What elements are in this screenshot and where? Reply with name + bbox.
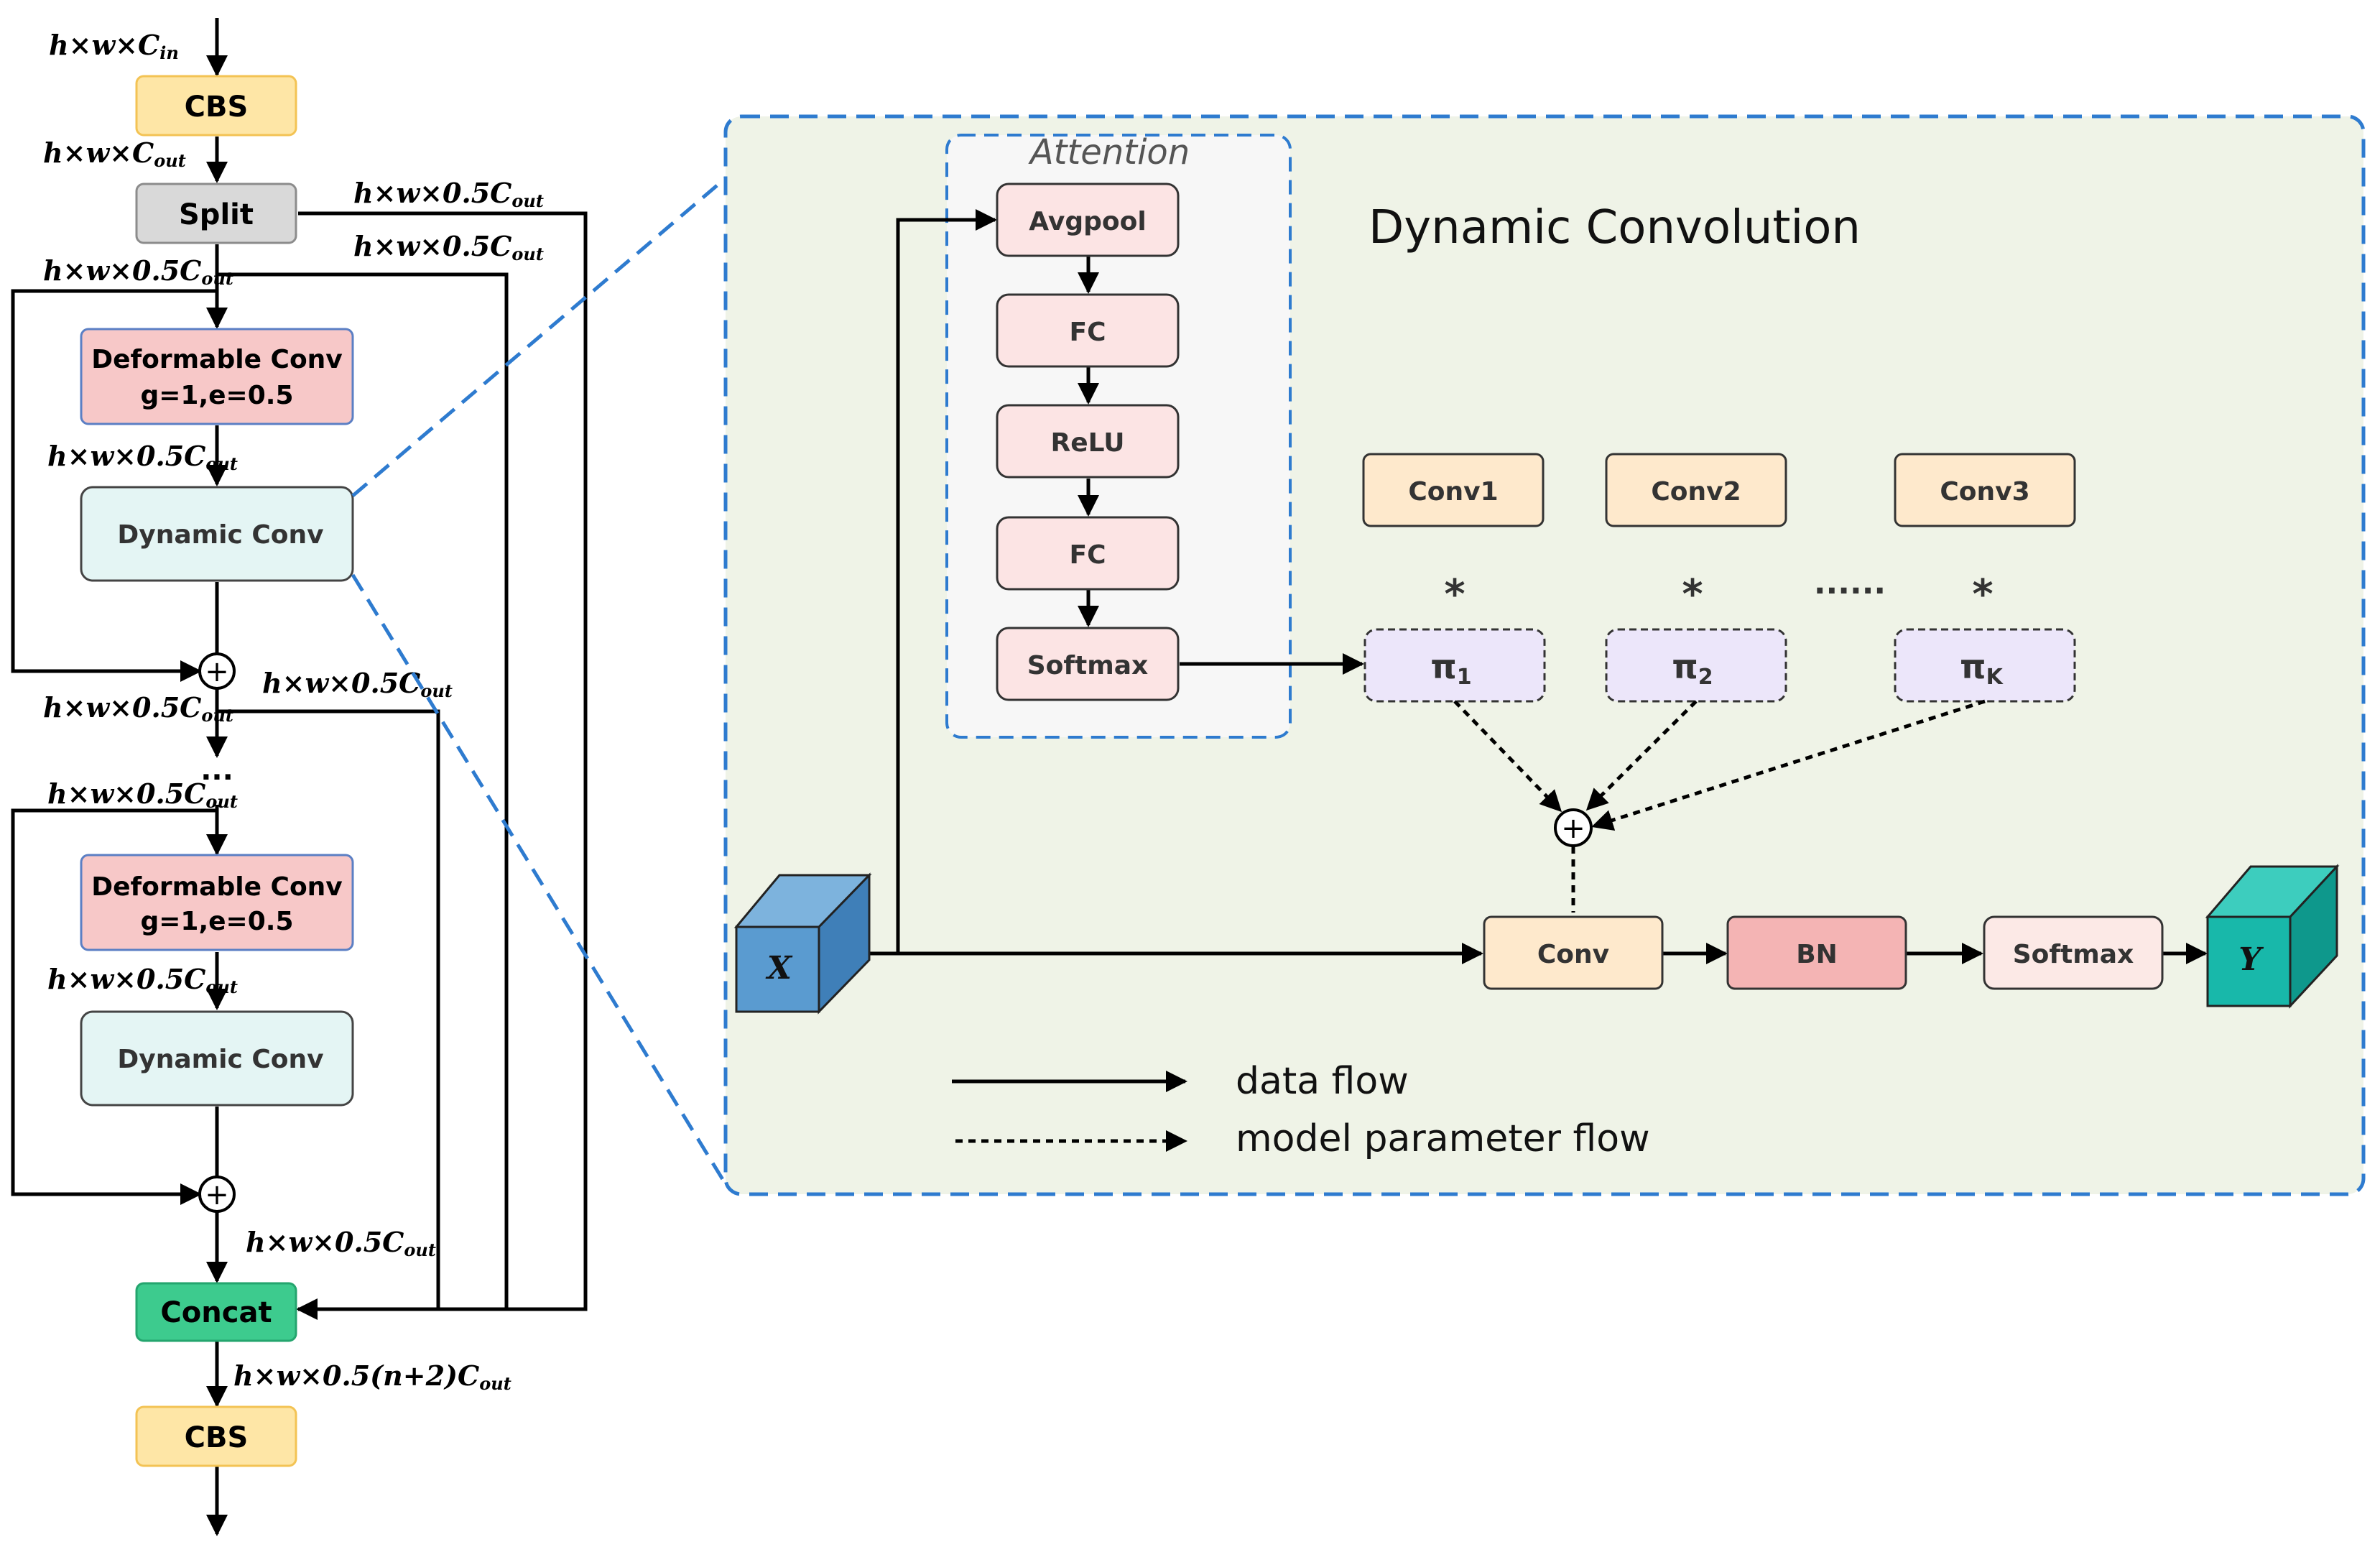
attention-box-fc-1: FC	[996, 293, 1180, 368]
svg-text:Softmax: Softmax	[1027, 651, 1149, 680]
label-half-plus-1: h×w×0.5Cout	[262, 667, 453, 701]
legend-data-flow-label: data flow	[1236, 1060, 1409, 1103]
kernel-conv2-box: Conv2	[1605, 453, 1787, 527]
label-half-loop-2: h×w×0.5Cout	[47, 777, 238, 812]
output-cube-y: Y	[2205, 864, 2340, 1009]
input-cube-x: X	[733, 872, 872, 1015]
aggregate-add-node: +	[1554, 808, 1593, 847]
legend-param-flow-label: model parameter flow	[1236, 1117, 1650, 1160]
attention-box-softmax: Softmax	[996, 627, 1180, 701]
label-half-loop-1: h×w×0.5Cout	[43, 254, 233, 289]
add-node-2: +	[198, 1176, 236, 1213]
deformable-conv-box-1: Deformable Conv g=1,e=0.5	[80, 328, 354, 425]
dynamic-conv-box-2: Dynamic Conv	[80, 1010, 354, 1107]
concat-box: Concat	[135, 1282, 297, 1342]
multiply-star-1: *	[1444, 571, 1465, 618]
label-half-after-plus-1: h×w×0.5Cout	[43, 691, 233, 726]
svg-text:BN: BN	[1796, 940, 1838, 969]
conv-box: Conv	[1483, 915, 1664, 990]
svg-text:g=1,e=0.5: g=1,e=0.5	[140, 381, 293, 410]
svg-text:CBS: CBS	[185, 1421, 249, 1454]
deformable-conv-box-2: Deformable Conv g=1,e=0.5	[80, 854, 354, 951]
ellipsis-label: ...	[200, 754, 233, 787]
svg-text:Y: Y	[2238, 941, 2264, 978]
svg-text:ReLU: ReLU	[1050, 428, 1124, 458]
svg-text:+: +	[205, 1178, 229, 1211]
attention-arrows	[844, 209, 2208, 964]
attention-box-fc-2: FC	[996, 516, 1180, 591]
svg-text:π1: π1	[1430, 647, 1471, 690]
pi-box-2: π2	[1605, 628, 1787, 703]
kernel-conv3-box: Conv3	[1894, 453, 2076, 527]
cbs-bottom-box: CBS	[135, 1405, 297, 1467]
svg-text:Deformable Conv: Deformable Conv	[91, 345, 343, 374]
svg-text:Dynamic Conv: Dynamic Conv	[117, 1045, 323, 1074]
bn-box: BN	[1726, 915, 1907, 990]
pi-box-1: π1	[1363, 628, 1546, 703]
label-in: h×w×Cin	[49, 29, 179, 63]
svg-text:πK: πK	[1960, 647, 2004, 690]
multiply-star-2: *	[1682, 571, 1703, 618]
svg-text:Conv3: Conv3	[1940, 477, 2029, 507]
attention-box-avgpool: Avgpool	[996, 183, 1180, 257]
zoom-connectors	[351, 177, 728, 1186]
label-final: h×w×0.5(n+2)Cout	[233, 1359, 511, 1394]
svg-text:Dynamic Conv: Dynamic Conv	[117, 520, 323, 550]
panel-title: Dynamic Convolution	[1369, 201, 1861, 254]
add-node-1: +	[198, 652, 236, 690]
multiply-star-3: *	[1972, 571, 1993, 618]
legend: data flow model parameter flow	[952, 1060, 1650, 1160]
label-half-split-a: h×w×0.5Cout	[353, 177, 544, 211]
kernel-conv1-box: Conv1	[1362, 453, 1545, 527]
svg-text:π2: π2	[1672, 647, 1713, 690]
ellipsis-dots: ......	[1814, 565, 1886, 601]
svg-text:Conv2: Conv2	[1651, 477, 1741, 507]
pi-box-k: πK	[1894, 628, 2076, 703]
cbs-top-box: CBS	[135, 75, 297, 137]
dynamic-conv-box-1: Dynamic Conv	[80, 486, 354, 582]
split-box: Split	[135, 183, 297, 244]
svg-text:Conv1: Conv1	[1408, 477, 1498, 507]
svg-text:+: +	[205, 655, 229, 688]
svg-text:Avgpool: Avgpool	[1029, 207, 1146, 236]
svg-text:CBS: CBS	[185, 91, 249, 124]
attention-box-relu: ReLU	[996, 404, 1180, 479]
svg-text:Softmax: Softmax	[2013, 940, 2134, 969]
label-cout: h×w×Cout	[43, 137, 186, 171]
svg-text:g=1,e=0.5: g=1,e=0.5	[140, 907, 293, 936]
svg-text:Concat: Concat	[160, 1296, 272, 1329]
svg-text:Split: Split	[179, 198, 254, 231]
dimension-labels: h×w×Cin h×w×Cout h×w×0.5Cout h×w×0.5Cout…	[43, 29, 544, 1394]
label-half-deform-1: h×w×0.5Cout	[47, 440, 238, 474]
svg-text:FC: FC	[1069, 540, 1106, 570]
svg-text:Deformable Conv: Deformable Conv	[91, 872, 343, 902]
label-half-deform-2: h×w×0.5Cout	[47, 963, 238, 997]
label-half-plus-2: h×w×0.5Cout	[246, 1226, 436, 1260]
left-flow	[11, 18, 588, 1536]
attention-title: Attention	[1028, 132, 1190, 172]
svg-text:Conv: Conv	[1537, 940, 1609, 969]
svg-text:X: X	[765, 950, 793, 987]
svg-text:FC: FC	[1069, 318, 1106, 347]
parameter-flow-arrows	[1453, 699, 1986, 913]
label-half-split-b: h×w×0.5Cout	[353, 230, 544, 264]
softmax-box: Softmax	[1983, 915, 2164, 990]
svg-text:+: +	[1561, 812, 1585, 845]
